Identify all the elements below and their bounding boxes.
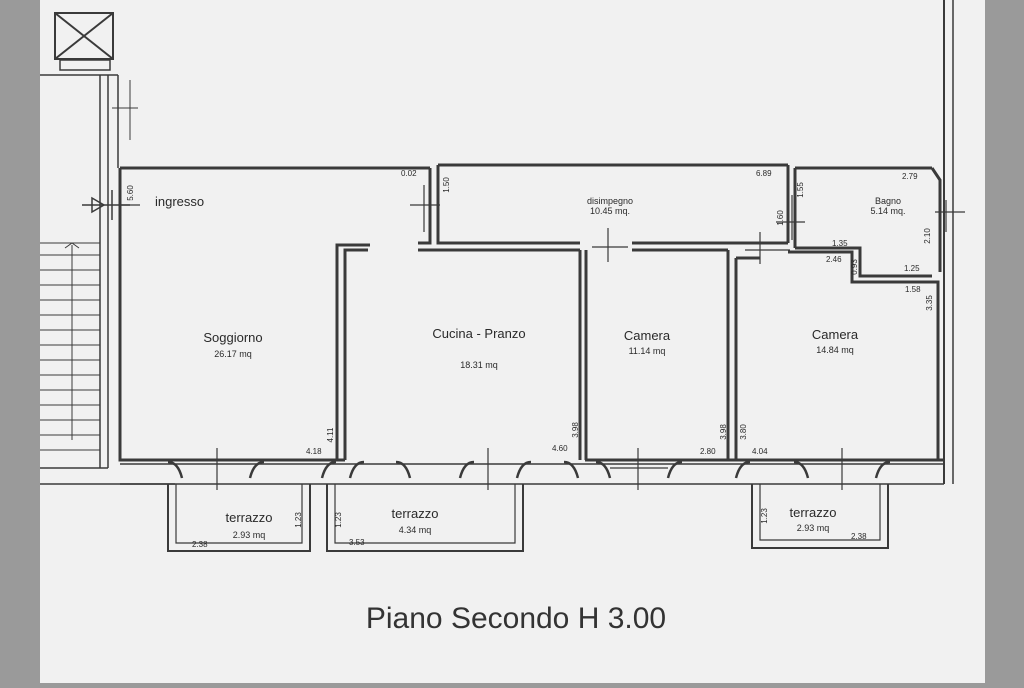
- terrazzo-1-outline: [167, 484, 311, 552]
- room-name-terrazzo-1: terrazzo: [226, 510, 273, 525]
- room-area-disimpegno: 10.45 mq.: [590, 206, 630, 216]
- dim-1-58: 1.58: [905, 285, 921, 294]
- terrazzo-2-outline: [326, 484, 524, 552]
- room-area-cucina: 18.31 mq: [460, 360, 498, 370]
- room-name-bagno: Bagno: [875, 196, 901, 206]
- paper-sheet: [40, 0, 985, 683]
- room-name-camera-1: Camera: [624, 328, 671, 343]
- stair-steps: [40, 242, 100, 451]
- facade-windows: [167, 460, 891, 479]
- dim-4-04: 4.04: [752, 447, 768, 456]
- dim-2-46: 2.46: [826, 255, 842, 264]
- dim-2-79: 2.79: [902, 172, 918, 181]
- room-area-camera-1: 11.14 mq: [629, 346, 666, 356]
- room-name-terrazzo-2: terrazzo: [392, 506, 439, 521]
- stair-outline: [40, 75, 175, 485]
- dim-5-60: 5.60: [126, 185, 135, 201]
- dim-1-23-a: 1.23: [294, 512, 303, 528]
- dim-1-25: 1.25: [904, 264, 920, 273]
- dim-0-02: 0.02: [401, 169, 417, 178]
- dim-1-60: 1.60: [776, 210, 785, 226]
- dim-2-10: 2.10: [923, 228, 932, 244]
- room-area-soggiorno: 26.17 mq: [214, 349, 252, 359]
- dim-0-93: 0.93: [850, 259, 859, 275]
- facade-window-lines: [216, 448, 843, 490]
- dim-2-38-b: 2.38: [851, 532, 867, 541]
- dim-3-98-a: 3.98: [571, 422, 580, 438]
- dim-1-55: 1.55: [796, 182, 805, 198]
- room-name-ingresso: ingresso: [155, 194, 204, 209]
- dim-1-50: 1.50: [442, 177, 451, 193]
- dim-2-38-a: 2.38: [192, 540, 208, 549]
- dim-1-35: 1.35: [832, 239, 848, 248]
- dim-1-23-b: 1.23: [334, 512, 343, 528]
- room-area-bagno: 5.14 mq.: [870, 206, 905, 216]
- room-area-terrazzo-3: 2.93 mq: [797, 523, 830, 533]
- dim-4-11: 4.11: [326, 427, 335, 443]
- room-name-terrazzo-3: terrazzo: [790, 505, 837, 520]
- interior-walls: [335, 165, 940, 460]
- room-name-camera-2: Camera: [812, 327, 859, 342]
- dim-3-98-b: 3.98: [719, 424, 728, 440]
- room-area-camera-2: 14.84 mq: [816, 345, 854, 355]
- door-symbols: [120, 185, 965, 264]
- floor-title: Piano Secondo H 3.00: [366, 602, 666, 635]
- room-area-terrazzo-1: 2.93 mq: [233, 530, 266, 540]
- dim-4-60: 4.60: [552, 444, 568, 453]
- room-area-terrazzo-2: 4.34 mq: [399, 525, 432, 535]
- terrazzo-3-outline: [751, 484, 889, 549]
- dim-6-89: 6.89: [756, 169, 772, 178]
- dim-3-35: 3.35: [925, 295, 934, 311]
- dim-1-23-c: 1.23: [760, 508, 769, 524]
- elevator-shaft-icon: [40, 12, 118, 76]
- room-name-disimpegno: disimpegno: [587, 196, 633, 206]
- dim-4-18: 4.18: [306, 447, 322, 456]
- dim-2-80: 2.80: [700, 447, 716, 456]
- dim-3-80: 3.80: [739, 424, 748, 440]
- room-name-cucina: Cucina - Pranzo: [432, 326, 525, 341]
- room-name-soggiorno: Soggiorno: [203, 330, 262, 345]
- dim-3-53: 3.53: [349, 538, 365, 547]
